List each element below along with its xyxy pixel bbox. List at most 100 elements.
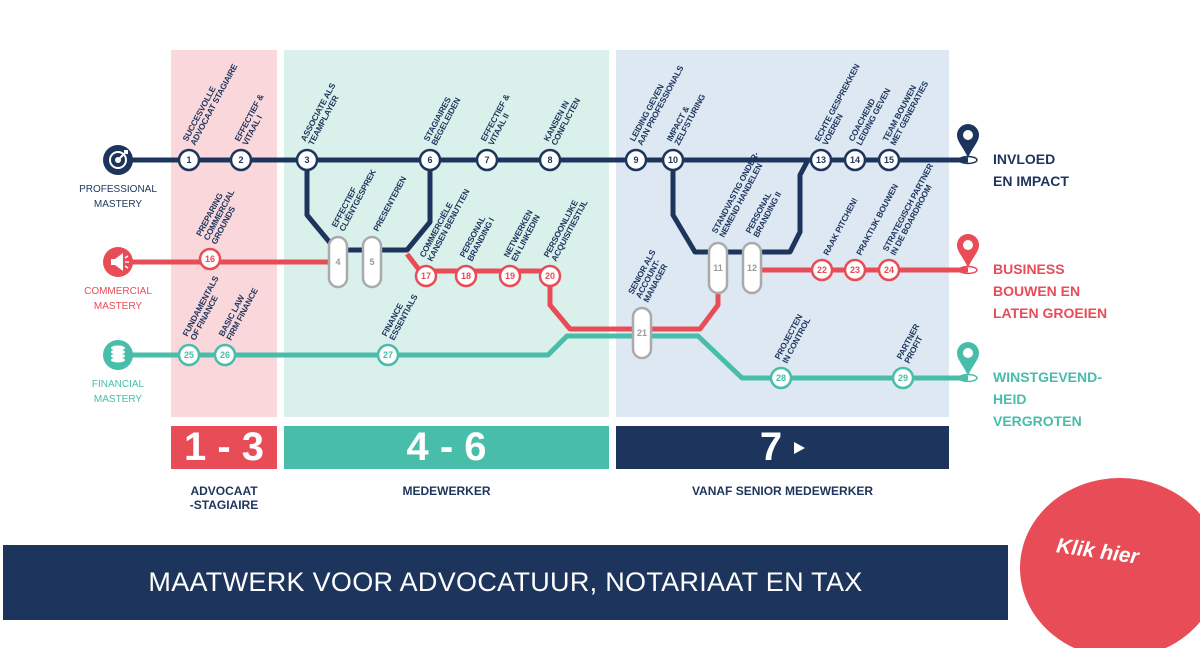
station-number: 3 xyxy=(304,155,309,165)
target-ring xyxy=(109,151,127,169)
station-number: 1 xyxy=(186,155,191,165)
station-27[interactable]: 27 xyxy=(376,343,400,367)
station-circle xyxy=(843,258,867,282)
pin-hole xyxy=(963,130,973,140)
banner-text: MAATWERK VOOR ADVOCATUUR, NOTARIAAT EN T… xyxy=(148,567,863,597)
station-25[interactable]: 25 xyxy=(177,343,201,367)
station-circle xyxy=(877,258,901,282)
station-circle xyxy=(538,148,562,172)
station-number: 23 xyxy=(850,265,860,275)
phase-range-4-6: 4 - 6 xyxy=(406,425,487,469)
map-pin-icon xyxy=(957,234,979,268)
station-circle xyxy=(475,148,499,172)
phase-bar-1-3: 1 - 3 xyxy=(171,425,277,469)
station-number: 20 xyxy=(545,271,555,281)
station-number: 21 xyxy=(637,328,647,338)
station-18[interactable]: 18 xyxy=(454,264,478,288)
station-3[interactable]: 3 xyxy=(295,148,319,172)
station-number: 16 xyxy=(205,254,215,264)
station-number: 15 xyxy=(884,155,894,165)
station-29[interactable]: 29 xyxy=(891,366,915,390)
station-4[interactable]: 4 xyxy=(327,235,349,289)
station-16[interactable]: 16 xyxy=(198,247,222,271)
station-pill xyxy=(631,306,653,360)
station-pill xyxy=(361,235,383,289)
station-circle xyxy=(624,148,648,172)
megaphone-shape xyxy=(111,253,123,271)
station-pill xyxy=(707,241,729,295)
station-2[interactable]: 2 xyxy=(229,148,253,172)
station-circle xyxy=(414,264,438,288)
station-number: 19 xyxy=(505,271,515,281)
station-circle xyxy=(769,366,793,390)
station-22[interactable]: 22 xyxy=(810,258,834,282)
phase-caption-7: VANAF SENIOR MEDEWERKER xyxy=(691,484,874,498)
pin-hole xyxy=(963,240,973,250)
station-9[interactable]: 9 xyxy=(624,148,648,172)
station-circle xyxy=(661,148,685,172)
pin-hole xyxy=(963,348,973,358)
station-1[interactable]: 1 xyxy=(177,148,201,172)
station-12[interactable]: 12 xyxy=(741,241,763,295)
station-5[interactable]: 5 xyxy=(361,235,383,289)
station-7[interactable]: 7 xyxy=(475,148,499,172)
phase-range-7: 7 xyxy=(759,425,783,469)
station-26[interactable]: 26 xyxy=(213,343,237,367)
station-circle xyxy=(177,343,201,367)
station-circle xyxy=(418,148,442,172)
station-number: 8 xyxy=(547,155,552,165)
station-28[interactable]: 28 xyxy=(769,366,793,390)
station-13[interactable]: 13 xyxy=(809,148,833,172)
station-11[interactable]: 11 xyxy=(707,241,729,295)
station-circle xyxy=(177,148,201,172)
station-23[interactable]: 23 xyxy=(843,258,867,282)
station-number: 9 xyxy=(633,155,638,165)
station-10[interactable]: 10 xyxy=(661,148,685,172)
station-circle xyxy=(213,343,237,367)
station-number: 17 xyxy=(421,271,431,281)
phase-caption-4-6: MEDEWERKER xyxy=(402,484,491,498)
station-number: 14 xyxy=(850,155,860,165)
station-circle xyxy=(809,148,833,172)
klik-hier-button[interactable]: Klik hier xyxy=(1020,478,1200,648)
play-arrow-icon xyxy=(794,441,806,454)
station-17[interactable]: 17 xyxy=(414,264,438,288)
station-pill xyxy=(327,235,349,289)
map-pin-icon xyxy=(957,342,979,376)
station-number: 5 xyxy=(369,257,374,267)
station-20[interactable]: 20 xyxy=(538,264,562,288)
station-14[interactable]: 14 xyxy=(843,148,867,172)
station-number: 12 xyxy=(747,263,757,273)
station-number: 4 xyxy=(335,257,340,267)
station-24[interactable]: 24 xyxy=(877,258,901,282)
station-number: 25 xyxy=(184,350,194,360)
station-circle xyxy=(229,148,253,172)
station-circle xyxy=(198,247,222,271)
line-pro-to-11-12 xyxy=(670,157,820,255)
station-21[interactable]: 21 xyxy=(631,306,653,360)
station-number: 29 xyxy=(898,373,908,383)
station-number: 18 xyxy=(461,271,471,281)
coin-2 xyxy=(111,353,125,359)
station-6[interactable]: 6 xyxy=(418,148,442,172)
station-8[interactable]: 8 xyxy=(538,148,562,172)
coin-1 xyxy=(111,357,125,363)
station-19[interactable]: 19 xyxy=(498,264,522,288)
map-pin-icon xyxy=(957,124,979,158)
station-15[interactable]: 15 xyxy=(877,148,901,172)
station-number: 10 xyxy=(668,155,678,165)
station-circle xyxy=(843,148,867,172)
station-number: 22 xyxy=(817,265,827,275)
station-circle xyxy=(454,264,478,288)
